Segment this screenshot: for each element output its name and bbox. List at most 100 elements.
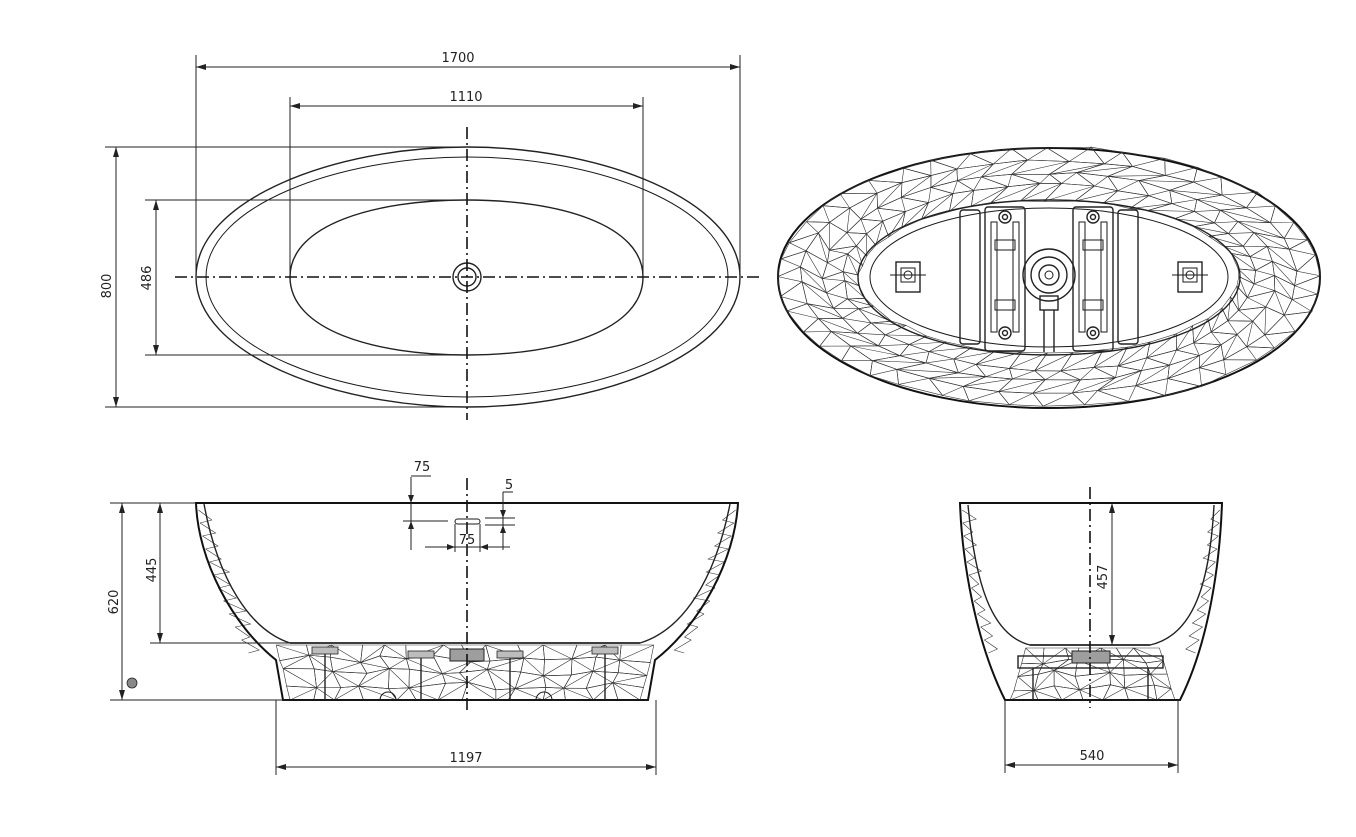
facet-triangle — [1169, 189, 1198, 212]
facet-triangle — [408, 668, 446, 689]
frame-right — [1072, 206, 1114, 352]
inner-depth-side-label: 457 — [1096, 565, 1111, 590]
facet-triangle — [832, 298, 860, 319]
base-length-label: 1197 — [449, 751, 482, 766]
facet-triangle — [1059, 366, 1117, 381]
facet-triangle — [925, 351, 959, 374]
facet-triangle — [1033, 669, 1055, 691]
facet-triangle — [332, 671, 368, 688]
facet-triangle — [692, 587, 716, 602]
facet-triangle — [930, 153, 995, 170]
facet-triangle — [1198, 344, 1225, 368]
facet-triangle — [1237, 268, 1256, 285]
frame-left — [984, 206, 1026, 352]
facet-triangle — [847, 245, 868, 267]
facet-triangle — [902, 159, 958, 176]
facet-triangle — [1093, 365, 1142, 379]
facet-triangle — [612, 682, 644, 701]
overall-height-label: 620 — [107, 590, 122, 615]
facet-triangle — [953, 358, 987, 378]
facet-triangle — [705, 574, 721, 589]
facet-triangle — [974, 600, 986, 615]
facet-triangle — [971, 587, 982, 602]
facet-triangle — [707, 548, 729, 563]
adjustable-foot-group — [998, 210, 1100, 340]
facet-triangle — [1009, 690, 1039, 701]
dimension-overflow-offset: 75 — [408, 460, 431, 550]
facet-triangle — [963, 376, 1014, 392]
facet-triangle — [1231, 253, 1257, 272]
facet-triangle — [437, 681, 469, 701]
facet-triangle — [1153, 684, 1176, 701]
facet-triangle — [1227, 221, 1255, 247]
facet-triangle — [1272, 261, 1298, 287]
facet-triangle — [218, 587, 237, 602]
facet-triangle — [964, 548, 976, 563]
facet-triangle — [1227, 306, 1267, 322]
facet-triangle — [1291, 275, 1321, 300]
facet-triangle — [850, 345, 901, 362]
facet-triangle — [849, 192, 878, 220]
overflow-offset-label: 75 — [414, 460, 431, 475]
facet-triangle — [1196, 600, 1209, 615]
facet-triangle — [1192, 331, 1238, 346]
facet-triangle — [984, 639, 999, 654]
facet-triangle — [1236, 320, 1266, 348]
faceted-shell-pattern — [777, 146, 1321, 407]
facet-triangle — [495, 688, 516, 701]
facet-triangle — [1210, 509, 1221, 524]
facet-triangle — [1032, 392, 1086, 407]
facet-triangle — [963, 535, 978, 550]
facet-triangle — [202, 535, 219, 550]
inner-length-label: 1110 — [449, 90, 482, 105]
facet-triangle — [1074, 185, 1118, 203]
dimension-inner-depth-front: 445 — [145, 502, 290, 644]
facet-triangle — [520, 657, 545, 677]
mounting-plate-right — [1172, 261, 1208, 293]
facet-triangle — [882, 210, 907, 238]
facet-triangle — [1019, 182, 1062, 202]
overflow-length-label: 75 — [459, 533, 476, 548]
facet-triangle — [980, 626, 994, 641]
facet-triangle — [847, 297, 874, 310]
side-view-outer-profile — [958, 502, 1224, 701]
dimension-overall-length: 1700 — [195, 51, 741, 277]
facet-triangle — [1097, 385, 1166, 402]
support-bar-right-outer — [1117, 209, 1139, 345]
facet-triangle — [1252, 306, 1285, 336]
facet-triangle — [857, 322, 886, 347]
facet-triangle — [1032, 379, 1082, 394]
facet-triangle — [855, 232, 877, 257]
support-bar-left-outer — [959, 209, 981, 345]
bottom-drain — [1022, 248, 1076, 352]
dimension-overall-height: 620 — [107, 502, 290, 701]
front-view: 620 445 75 75 — [107, 460, 740, 775]
dimension-inner-length: 1110 — [289, 90, 644, 277]
facet-triangle — [683, 626, 699, 641]
dimension-overflow-height: 5 — [500, 478, 513, 550]
dimension-base-width: 540 — [1004, 700, 1179, 773]
top-view: 1700 1110 800 486 — [100, 51, 760, 420]
facet-triangle — [872, 355, 927, 370]
facet-triangle — [1208, 233, 1244, 247]
facet-triangle — [1074, 672, 1111, 691]
dimension-overall-width: 800 — [100, 146, 467, 408]
dimension-inner-depth-side: 457 — [1096, 503, 1115, 645]
facet-triangle — [686, 613, 705, 628]
overall-length-label: 1700 — [441, 51, 474, 66]
facet-triangle — [1048, 172, 1096, 187]
facet-triangle — [308, 654, 334, 672]
facet-triangle — [705, 561, 725, 576]
facet-triangle — [901, 202, 929, 230]
facet-triangle — [801, 280, 835, 309]
facet-triangle — [1138, 179, 1173, 205]
facet-triangle — [619, 644, 655, 663]
facet-triangle — [1134, 378, 1202, 397]
facet-triangle — [1033, 370, 1081, 381]
facet-triangle — [1117, 357, 1171, 372]
facet-triangle — [1249, 245, 1273, 271]
facet-triangle — [1263, 311, 1313, 336]
bottom-view-outline — [776, 146, 1322, 410]
facet-triangle — [235, 626, 251, 641]
